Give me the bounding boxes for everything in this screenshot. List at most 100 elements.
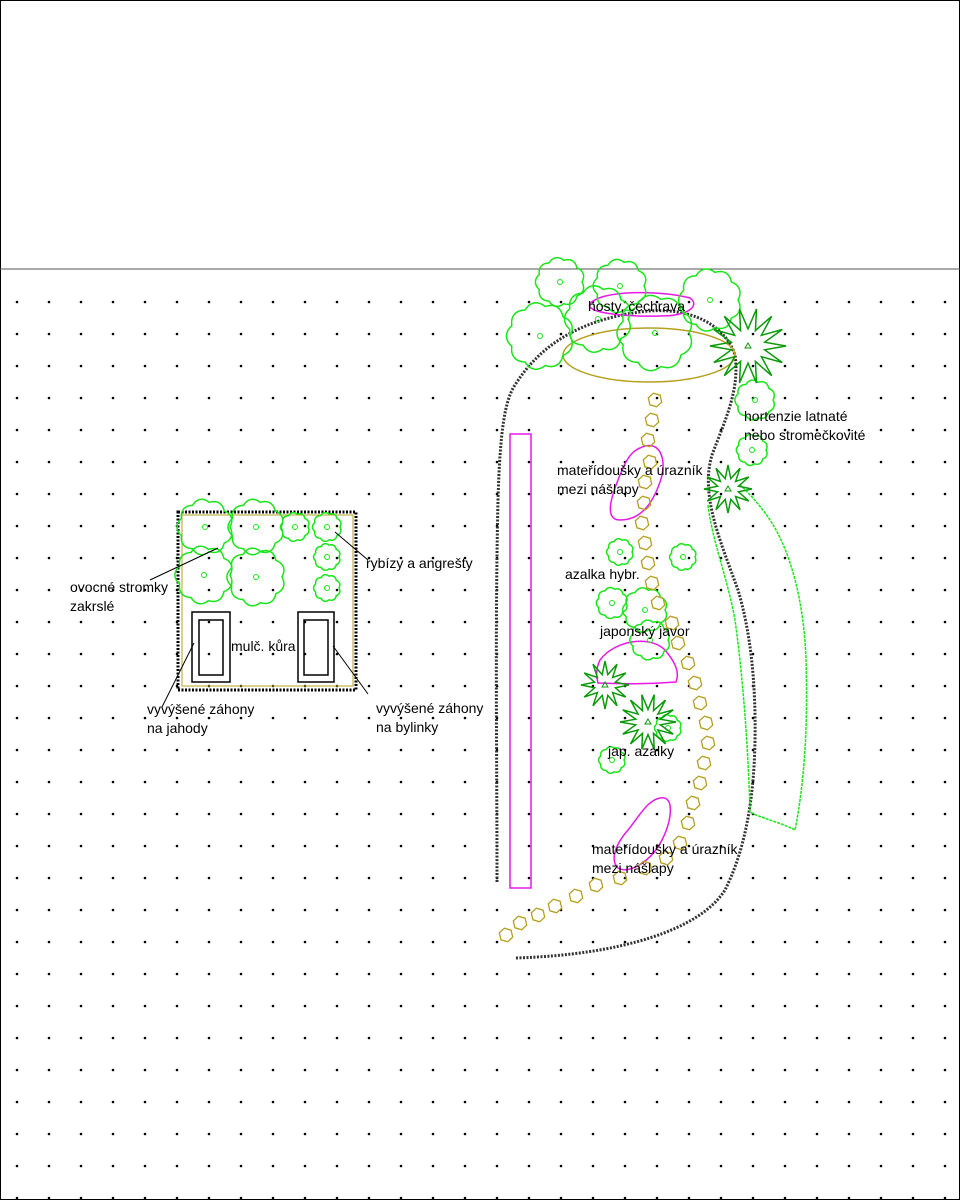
grid-dot	[655, 1132, 659, 1136]
grid-dot	[559, 620, 563, 624]
grid-dot	[943, 460, 947, 464]
grid-dot	[879, 332, 883, 336]
grid-dot	[463, 1132, 467, 1136]
grid-dot	[559, 652, 563, 656]
grid-dot	[495, 396, 499, 400]
grid-dot	[591, 428, 595, 432]
grid-dot	[623, 972, 627, 976]
grid-dot	[47, 972, 51, 976]
grid-dot	[335, 972, 339, 976]
grid-dot	[271, 332, 275, 336]
grid-dot	[783, 844, 787, 848]
grid-dot	[623, 716, 627, 720]
grid-dot	[399, 652, 403, 656]
grid-dot	[15, 908, 19, 912]
grid-dot	[111, 396, 115, 400]
label-materidousky-bottom-2: mezi nášlapy	[592, 860, 674, 876]
grid-dot	[47, 780, 51, 784]
grid-dot	[143, 492, 147, 496]
grid-dot	[335, 1132, 339, 1136]
stepping-stone	[700, 735, 716, 751]
grid-dot	[367, 396, 371, 400]
grid-dot	[335, 620, 339, 624]
grid-dot	[399, 876, 403, 880]
grid-dot	[239, 492, 243, 496]
grid-dot	[143, 684, 147, 688]
grid-dot	[591, 1132, 595, 1136]
grid-dot	[463, 844, 467, 848]
grid-dot	[207, 620, 211, 624]
grid-dot	[623, 492, 627, 496]
grid-dot	[367, 652, 371, 656]
grid-dot	[143, 812, 147, 816]
grid-dot	[79, 1004, 83, 1008]
grid-dot	[847, 684, 851, 688]
grid-dot	[335, 940, 339, 944]
grid-dot	[47, 364, 51, 368]
grid-dot	[431, 780, 435, 784]
grid-dot	[15, 1068, 19, 1072]
grid-dot	[847, 972, 851, 976]
grid-dot	[527, 428, 531, 432]
grid-dot	[367, 1164, 371, 1168]
grid-dot	[719, 652, 723, 656]
canopy	[534, 256, 585, 308]
grid-dot	[399, 908, 403, 912]
grid-dot	[879, 460, 883, 464]
grid-dot	[591, 716, 595, 720]
shrub	[605, 537, 634, 567]
grid-dot	[111, 716, 115, 720]
grid-dot	[15, 1132, 19, 1136]
grid-dot	[559, 876, 563, 880]
grid-dot	[719, 556, 723, 560]
grid-dot	[239, 780, 243, 784]
grid-dot	[655, 780, 659, 784]
grid-dot	[751, 1132, 755, 1136]
grid-dot	[431, 748, 435, 752]
grid-dot	[335, 556, 339, 560]
grid-dot	[815, 748, 819, 752]
grid-dot	[559, 684, 563, 688]
stepping-stone	[696, 755, 712, 771]
grid-dot	[303, 556, 307, 560]
grid-dot	[623, 524, 627, 528]
grid-dot	[335, 876, 339, 880]
grid-dot	[175, 716, 179, 720]
grid-dot	[399, 1036, 403, 1040]
label-azalka-hybr: azalka hybr.	[565, 566, 640, 582]
grid-dot	[783, 588, 787, 592]
grid-dot	[207, 332, 211, 336]
grid-dot	[431, 300, 435, 304]
grid-dot	[271, 1068, 275, 1072]
grid-dot	[719, 940, 723, 944]
grid-dot	[367, 716, 371, 720]
grid-dot	[687, 812, 691, 816]
grid-dot	[79, 492, 83, 496]
label-jap-azalky: jap. azalky	[607, 743, 674, 759]
conifers	[580, 308, 787, 750]
grid-dot	[175, 940, 179, 944]
grid-dot	[367, 620, 371, 624]
label-mulc-kura: mulč. kůra	[231, 638, 296, 654]
grid-dot	[655, 1004, 659, 1008]
grid-dot	[655, 684, 659, 688]
grid-dot	[239, 1164, 243, 1168]
grid-dot	[463, 460, 467, 464]
grid-dot	[303, 332, 307, 336]
grid-dot	[815, 300, 819, 304]
grid-dot	[15, 300, 19, 304]
grid-dot	[751, 524, 755, 528]
grid-dot	[335, 812, 339, 816]
grid-dot	[943, 332, 947, 336]
grid-dot	[367, 908, 371, 912]
grid-dot	[399, 780, 403, 784]
grid-dot	[879, 1196, 883, 1200]
grid-dot	[879, 812, 883, 816]
stepping-stone	[644, 575, 660, 591]
grid-dot	[367, 972, 371, 976]
grid-dot	[463, 876, 467, 880]
grid-dot	[303, 524, 307, 528]
grid-dot	[111, 684, 115, 688]
grid-dot	[399, 812, 403, 816]
grid-dot	[879, 620, 883, 624]
